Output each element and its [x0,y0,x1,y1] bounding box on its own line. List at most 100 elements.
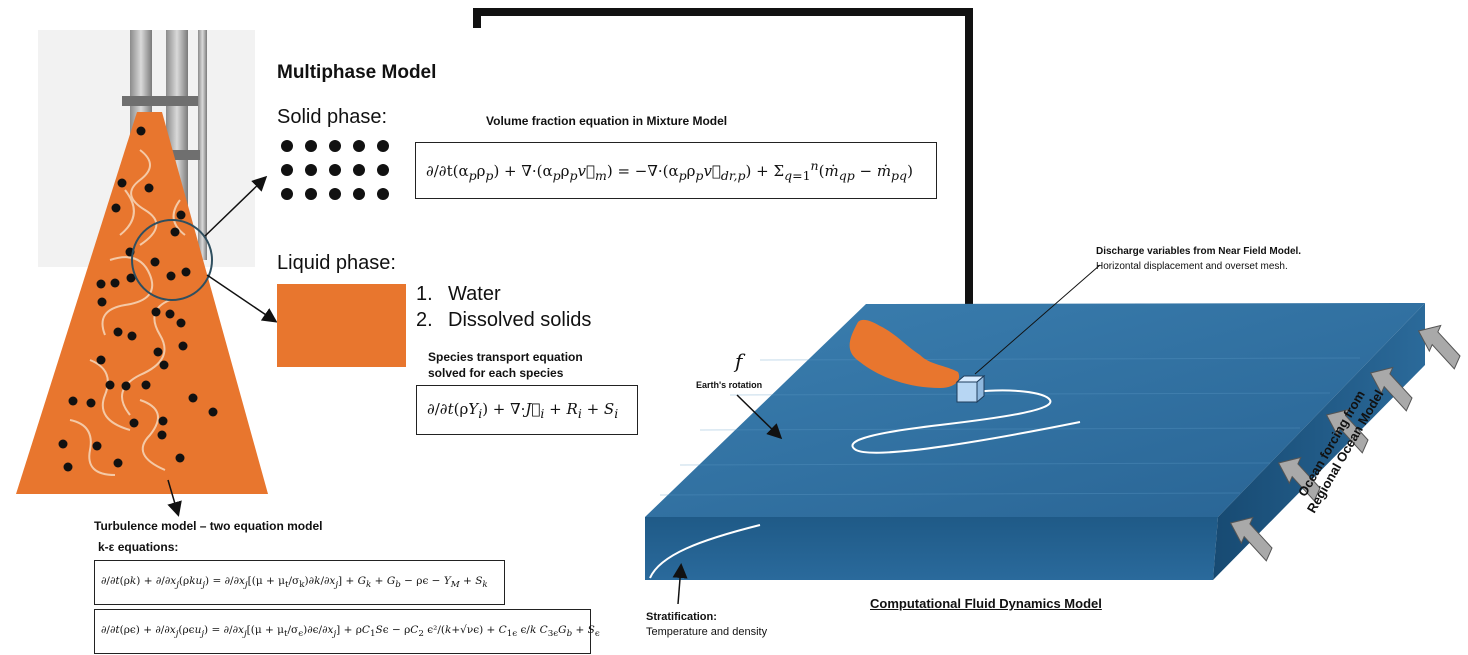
ocean-forcing-arrow [1369,366,1413,412]
plume-particle [166,271,176,281]
liquid-item-water: 1.Water [416,283,501,305]
plume-particle [113,327,123,337]
turbulence-title: Turbulence model – two equation model [94,519,323,533]
trajectory-loop [851,389,1081,454]
liquid-phase-square [277,284,406,367]
discharge-title: Discharge variables from Near Field Mode… [1096,246,1302,257]
plume-particle [136,126,146,136]
plume-particle [141,380,151,390]
volume-fraction-equation: ∂/∂t(αpρp) + ∇·(αpρpv⃗m) = −∇·(αpρpv⃗dr,… [415,142,937,199]
solid-dot [329,188,341,200]
plume-particle [110,278,120,288]
k-equation: ∂/∂t(ρk) + ∂/∂xj(ρkuj) = ∂/∂xj[(μ + μt/σ… [94,560,505,605]
pipe-collar-2 [160,150,200,160]
plume-particle [97,297,107,307]
plume-particle [111,203,121,213]
plume-particle [150,257,160,267]
plume-cone [16,112,268,494]
ocean-discharge-plume [849,319,960,388]
discharge-pointer [974,264,1101,375]
solid-dot [281,188,293,200]
ocean-forcing-arrow [1417,324,1461,370]
solid-dot [329,140,341,152]
solid-dot [305,164,317,176]
liquid-phase-label: Liquid phase: [277,252,396,274]
species-title-line1: Species transport equation [428,350,583,364]
solid-phase-dots [281,140,389,200]
plume-particle [92,441,102,451]
liquid-item-dissolved: 2.Dissolved solids [416,309,592,331]
plume-particle [151,307,161,317]
solid-dot [305,188,317,200]
earth-rotation-label: Earth's rotation [696,380,763,390]
plume-particle [208,407,218,417]
plume-particles [58,126,218,472]
solid-dot [353,188,365,200]
multiphase-title: Multiphase Model [277,62,437,83]
cfd-model-title: Computational Fluid Dynamics Model [870,596,1102,611]
solid-dot [281,140,293,152]
solid-dot [353,164,365,176]
plume-particle [159,360,169,370]
plume-particle [144,183,154,193]
ocean-forcing-arrow [1325,408,1369,454]
plume-particle [63,462,73,472]
stratification-subtitle: Temperature and density [646,626,768,638]
plume-particle [117,178,127,188]
plume-particle [176,318,186,328]
plume-particle [165,309,175,319]
species-equation: ∂/∂t(ρYi) + ∇·J⃗i + Ri + Si [416,385,638,435]
zoom-arrow-liquid [206,274,278,323]
plume-particle [188,393,198,403]
plume-particle [127,331,137,341]
solid-dot [377,140,389,152]
pipe-collar-1 [122,96,198,106]
earth-rotation-arrow [736,394,783,440]
plume-particle [176,210,186,220]
overset-mesh-cube [955,374,986,404]
plume-particle [126,273,136,283]
species-title-line2: solved for each species [428,366,564,380]
plume-particle [58,439,68,449]
plume-particle [121,381,131,391]
volume-fraction-title: Volume fraction equation in Mixture Mode… [486,114,728,128]
solid-dot [305,140,317,152]
plume-particle [158,416,168,426]
plume-particle [153,347,163,357]
plume-particle [170,227,180,237]
plume-particle [113,458,123,468]
stratification-curve [649,524,761,579]
turbulence-arrow [167,479,182,517]
solid-dot [329,164,341,176]
plume-particle [178,341,188,351]
plume-particle [68,396,78,406]
zoom-arrow-solid [204,175,268,237]
solid-dot [281,164,293,176]
epsilon-equation: ∂/∂t(ρϵ) + ∂/∂xj(ρϵuj) = ∂/∂xj[(μ + μt/σ… [94,609,600,654]
solid-dot [353,140,365,152]
plume-particle [105,380,115,390]
plume-particle [96,279,106,289]
ocean-front-face [645,517,1218,580]
turbulence-subtitle: k-ε equations: [98,540,179,554]
solid-dot [377,188,389,200]
solid-dot [377,164,389,176]
plume-particle [181,267,191,277]
plume-particle [175,453,185,463]
plume-particle [157,430,167,440]
plume-particle [129,418,139,428]
ocean-forcing-arrows [1229,324,1461,562]
zoom-circle [131,219,213,301]
solid-phase-label: Solid phase: [277,106,388,128]
ocean-forcing-arrow [1277,456,1321,502]
plume-particle [96,355,106,365]
ocean-forcing-arrow [1229,516,1273,562]
pipe-thin [198,30,207,260]
stratification-arrow [672,563,688,605]
stratification-title: Stratification: [646,611,717,623]
discharge-subtitle: Horizontal displacement and overset mesh… [1096,261,1288,272]
coriolis-symbol: f [735,349,743,373]
connector-line [473,8,973,335]
plume-particle [86,398,96,408]
